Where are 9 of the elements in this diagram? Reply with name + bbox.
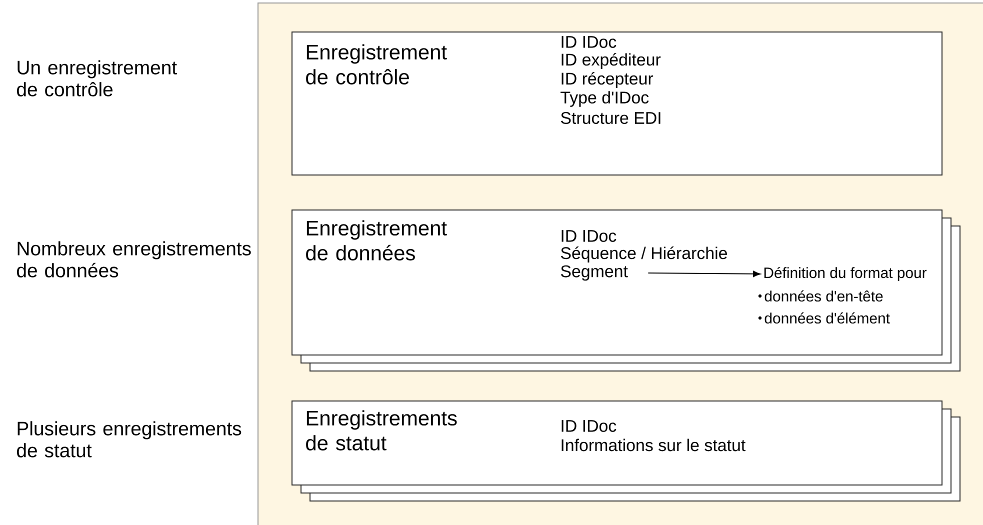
field-name: ID IDoc	[562, 36, 616, 48]
row-label: Plusieurs enregistrements de statut	[17, 421, 242, 458]
field-name: Structure EDI	[560, 112, 660, 124]
record-title: Enregistrement de contrôle	[306, 44, 447, 84]
field-name: ID expéditeur	[562, 53, 661, 69]
field-name: Type d'IDoc	[560, 91, 649, 107]
row-label: Nombreux enregistrements de données	[17, 241, 251, 278]
field-name: ID récepteur	[562, 72, 654, 88]
row-label: Un enregistrement de contrôle	[17, 60, 177, 96]
